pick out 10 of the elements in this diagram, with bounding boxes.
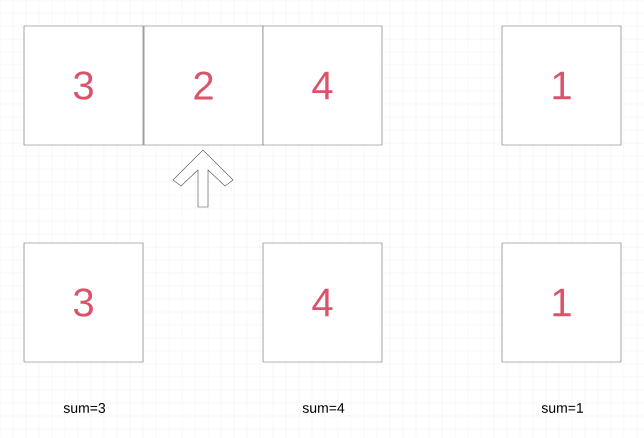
- number-box: 4: [262, 242, 382, 362]
- number-box: 3: [24, 26, 144, 146]
- sum-label: sum=3: [64, 403, 106, 413]
- sum-label: sum=1: [542, 403, 584, 413]
- sum-label: sum=4: [302, 403, 344, 413]
- number-box: 1: [502, 242, 622, 362]
- number-box: 3: [24, 242, 144, 362]
- number-box: 4: [262, 26, 382, 146]
- number-box: 2: [144, 26, 264, 146]
- number-box: 1: [502, 26, 622, 146]
